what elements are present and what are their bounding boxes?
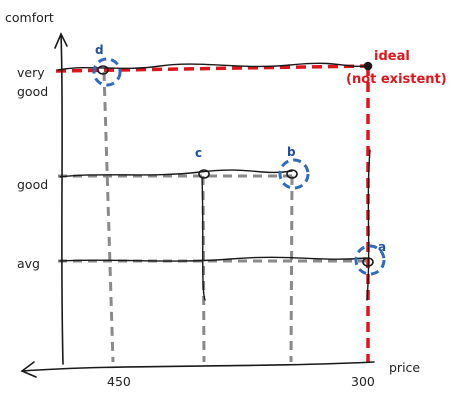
y-label-very-good-line2: good [17, 84, 48, 99]
point-b-marker [286, 169, 298, 179]
y-label-avg: avg [17, 256, 40, 271]
ideal-lines [55, 64, 370, 362]
guide-d-vertical [102, 71, 115, 363]
x-axis-arrowhead [20, 361, 37, 378]
y-axis [60, 33, 64, 365]
sketch-c-stroke [201, 177, 206, 301]
circle-b [278, 158, 310, 190]
point-c-label: c [195, 146, 202, 160]
axes [20, 32, 375, 378]
sketch-right-stroke [366, 149, 371, 301]
sketch-strokes [57, 62, 371, 301]
sketch-top-stroke [57, 62, 369, 71]
sketch-avg-stroke [59, 256, 367, 262]
ideal-point-marker [363, 61, 373, 71]
point-markers [97, 61, 374, 267]
y-label-good: good [17, 177, 48, 192]
highlight-circles [92, 57, 386, 276]
point-c-marker [198, 169, 210, 179]
point-d-marker [97, 65, 109, 75]
x-tick-450: 450 [107, 374, 131, 389]
circle-d [92, 57, 122, 87]
guide-lines [58, 71, 366, 363]
x-tick-300: 300 [351, 374, 375, 389]
point-d-label: d [95, 43, 104, 57]
point-a-marker [362, 257, 374, 267]
circle-a [354, 244, 386, 276]
y-axis-title: comfort [5, 10, 54, 25]
point-a-label: a [378, 240, 386, 254]
ideal-label-line2: (not existent) [346, 72, 447, 87]
y-axis-arrowhead [54, 32, 68, 49]
guide-b-vertical [289, 175, 294, 363]
x-axis-title: price [389, 360, 420, 375]
point-b-label: b [287, 145, 296, 159]
ideal-label-line1: ideal [374, 49, 410, 64]
x-axis [21, 361, 375, 372]
y-label-very-good-line1: very [17, 65, 45, 80]
